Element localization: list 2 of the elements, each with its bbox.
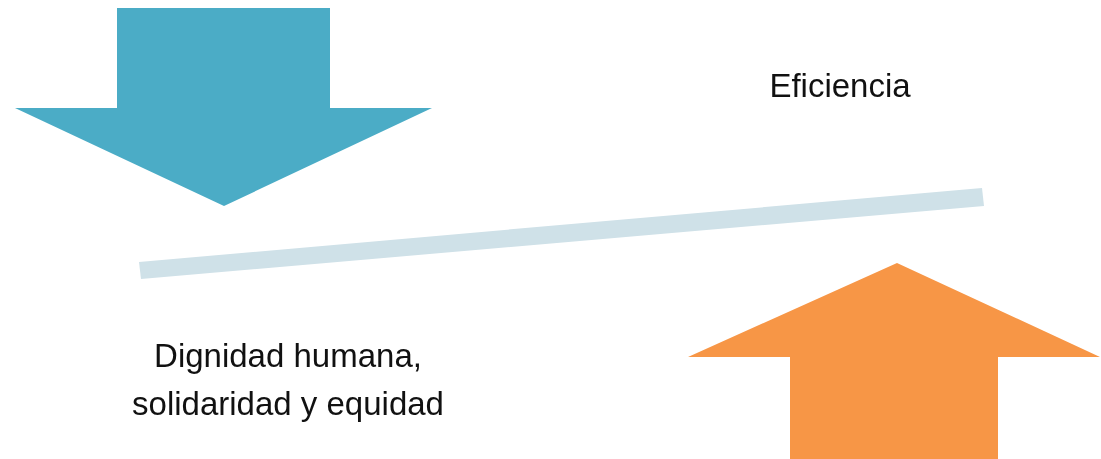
text-label: Dignidad humana, solidaridad y equidad — [131, 336, 445, 424]
text-label: Eficiencia — [768, 66, 912, 106]
